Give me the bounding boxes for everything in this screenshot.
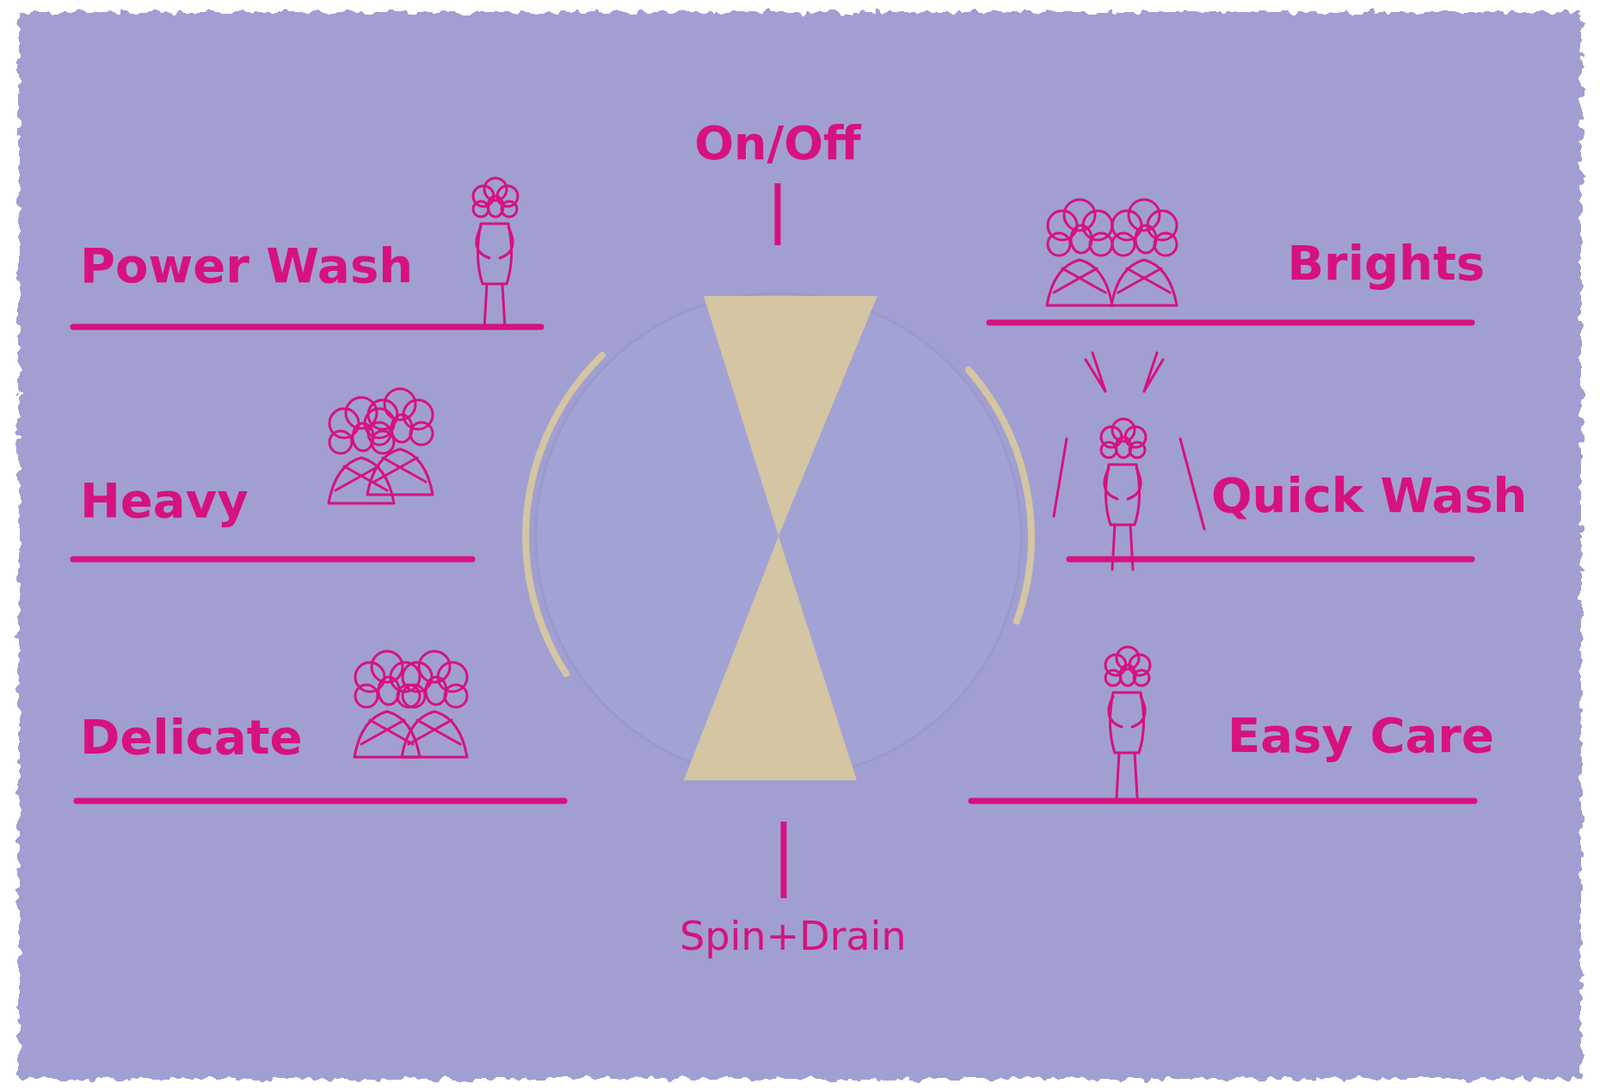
dial-pointer xyxy=(703,295,878,536)
dial-pointer xyxy=(683,535,857,781)
dial-arc xyxy=(968,369,1032,622)
cycle-label: Delicate xyxy=(80,713,303,762)
tick-mark xyxy=(781,821,788,899)
switch-label: On/Off xyxy=(694,120,862,167)
cycle-label: Quick Wash xyxy=(1211,471,1527,520)
dial-arc xyxy=(525,355,603,674)
cycle-label: Easy Care xyxy=(1227,711,1495,760)
paper-background xyxy=(18,12,1582,1079)
switch-label: Spin+Drain xyxy=(679,916,906,956)
cycle-label: Heavy xyxy=(80,476,249,525)
cycle-label: Brights xyxy=(1286,239,1485,288)
cycle-label: Power Wash xyxy=(80,241,413,290)
figure-drawings xyxy=(328,178,1205,798)
tick-mark xyxy=(775,183,782,246)
